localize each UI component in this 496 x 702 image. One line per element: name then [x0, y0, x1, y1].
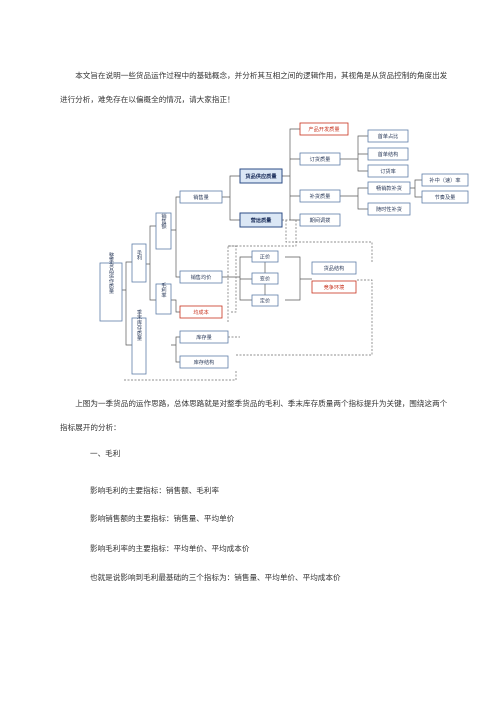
- box-shoudanjiegou: 首单结构: [367, 147, 409, 161]
- after-diagram-paragraph: 上图为一季货品的运作思路，总体思路就是对整季货品的毛利、季末库存质量两个指标提升…: [60, 399, 448, 432]
- text-line-4: 也就是说影响到毛利最基础的三个指标为：销售量、平均单价、平均成本价: [90, 573, 341, 582]
- svg-text:销售均价: 销售均价: [191, 273, 213, 281]
- box-kucunjiegou: 库存结构: [179, 355, 229, 369]
- box-gongying: 货品供应质量: [239, 168, 283, 184]
- svg-text:订货率: 订货率: [380, 167, 396, 175]
- box-yingyun: 营运质量: [239, 212, 283, 228]
- svg-text:补货质量: 补货质量: [310, 192, 331, 200]
- box-dinghuolv: 订货率: [367, 164, 409, 178]
- box-zhengjia: 正价: [251, 250, 279, 263]
- svg-text:库存结构: 库存结构: [194, 358, 215, 366]
- svg-text:整季货品运作质量: 整季货品运作质量: [108, 251, 114, 294]
- svg-text:季末库存质量: 季末库存质量: [136, 308, 142, 341]
- intro-paragraph: 本文旨在说明一些货品运作过程中的基础概念，并分析其互相之间的逻辑作用，其视角是从…: [60, 71, 448, 104]
- box-jimo: 季末库存质量: [131, 308, 147, 375]
- section-heading: 一、毛利: [90, 449, 121, 458]
- text-line-1: 影响毛利的主要指标：销售额、毛利率: [90, 486, 220, 495]
- svg-text:节奏及量: 节奏及量: [435, 193, 456, 201]
- svg-text:销售额: 销售额: [160, 212, 166, 230]
- svg-text:定价: 定价: [260, 297, 271, 305]
- box-jiezou: 节奏及量: [421, 190, 469, 204]
- svg-text:货品结构: 货品结构: [324, 264, 345, 272]
- box-dingjia: 定价: [251, 294, 279, 307]
- diagram-connectors: [122, 128, 422, 381]
- box-xiaoshoue: 销售额: [155, 212, 172, 250]
- svg-text:销售量: 销售量: [193, 193, 209, 201]
- box-buzhong: 补中（速）率: [421, 173, 469, 187]
- box-jingpin: 竞争环境: [311, 280, 357, 294]
- box-changxiao: 畅销款补货: [367, 181, 411, 195]
- box-buhuo: 补货质量: [299, 189, 341, 203]
- svg-text:首单占比: 首单占比: [378, 132, 399, 140]
- box-huopin: 货品结构: [311, 261, 357, 275]
- box-junchengben: 均成本: [179, 305, 223, 319]
- text-line-3: 影响毛利率的主要指标：平均单价、平均成本价: [90, 544, 250, 553]
- box-maoli: 毛利: [131, 243, 147, 283]
- svg-text:毛利率: 毛利率: [161, 281, 167, 299]
- svg-text:正价: 正价: [260, 254, 271, 261]
- box-maolilv: 毛利率: [155, 281, 172, 315]
- box-suiming: 随时性补货: [367, 202, 411, 216]
- box-dinghuo: 订货质量: [299, 152, 341, 166]
- box-root: 整季货品运作质量: [99, 251, 123, 322]
- svg-text:期间调拨: 期间调拨: [310, 216, 332, 224]
- svg-text:毛利: 毛利: [136, 248, 142, 260]
- svg-text:变价: 变价: [260, 275, 271, 283]
- svg-text:首单结构: 首单结构: [378, 150, 399, 158]
- text-line-2: 影响销售额的主要指标：销售量、平均单价: [90, 514, 235, 523]
- box-tiaobo: 期间调拨: [299, 213, 341, 227]
- svg-text:营运质量: 营运质量: [251, 216, 273, 224]
- svg-text:畅销款补货: 畅销款补货: [376, 184, 402, 192]
- box-kucunliang: 库存量: [179, 330, 229, 344]
- svg-text:补中（速）率: 补中（速）率: [429, 176, 460, 184]
- box-chanpin: 产品开发质量: [299, 122, 349, 136]
- svg-text:产品开发质量: 产品开发质量: [308, 125, 339, 133]
- svg-text:均成本: 均成本: [193, 308, 209, 316]
- svg-text:订货质量: 订货质量: [310, 155, 331, 163]
- box-bianjia: 变价: [251, 272, 279, 285]
- svg-text:货品供应质量: 货品供应质量: [245, 172, 277, 180]
- svg-text:随时性补货: 随时性补货: [376, 205, 402, 213]
- svg-text:竞争环境: 竞争环境: [324, 283, 345, 291]
- box-xiaoshoujunjia: 销售均价: [179, 270, 223, 284]
- box-shoudan: 首单占比: [367, 129, 409, 143]
- box-xiaoshouliang: 销售量: [179, 190, 223, 204]
- svg-text:库存量: 库存量: [196, 333, 212, 341]
